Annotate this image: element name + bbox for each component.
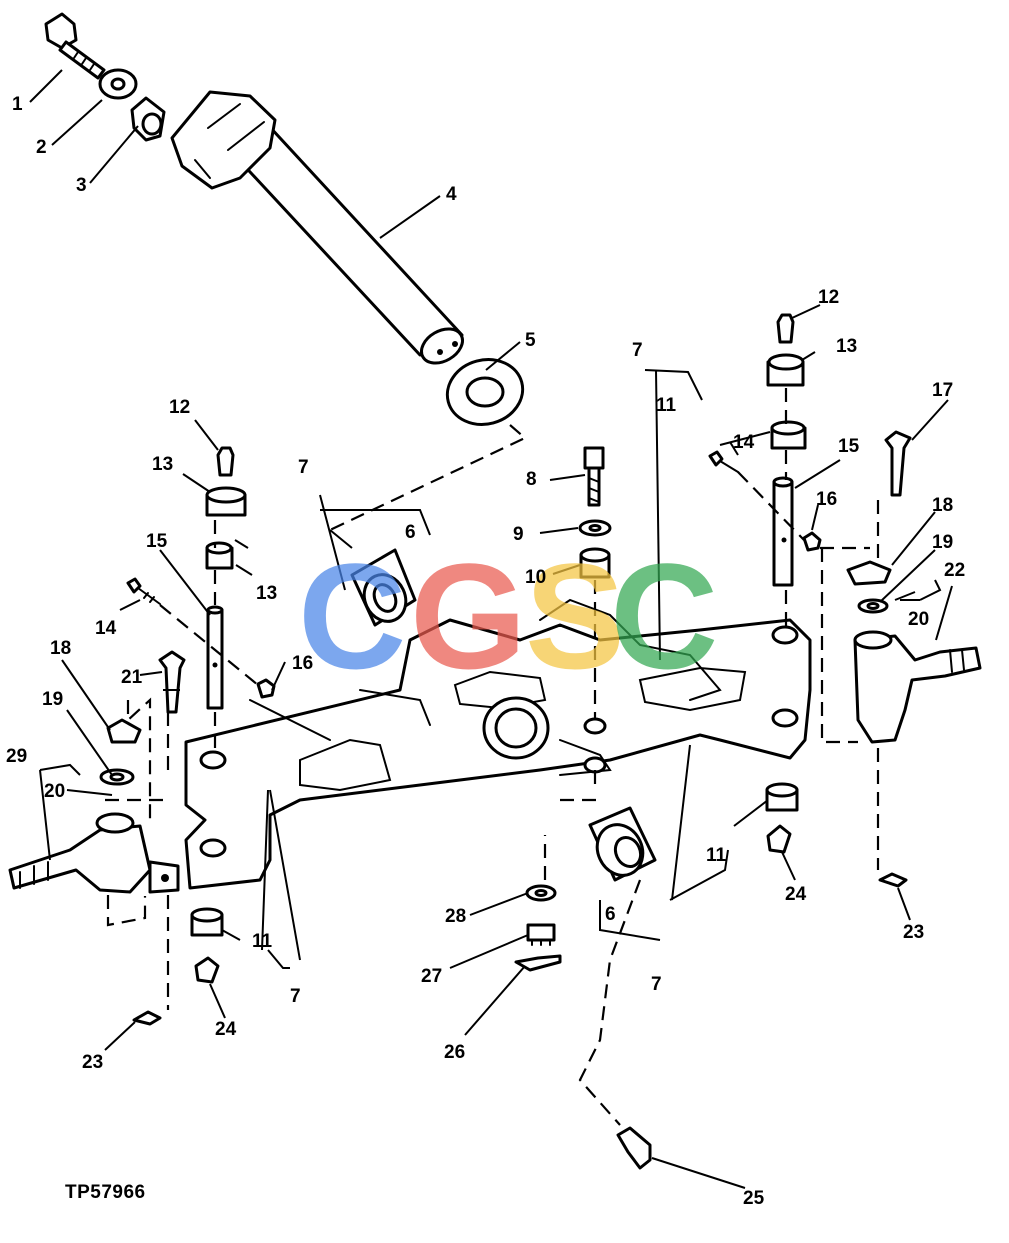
callout-label: 7: [290, 986, 301, 1007]
callout-label: 4: [446, 184, 457, 205]
part-5-thrust-washer: [445, 358, 525, 426]
callout-label: 25: [743, 1188, 765, 1209]
callout-label: 11: [252, 931, 273, 952]
callout-label: 21: [121, 667, 143, 688]
left-kingpin-stack: [126, 446, 276, 710]
watermark-letter: C: [298, 532, 406, 700]
callout-label: 8: [526, 469, 537, 490]
assembly-line-5: [329, 424, 527, 531]
callout-label: 2: [36, 137, 47, 158]
callout-label: 17: [932, 380, 953, 401]
part-6-bushing-lower: [588, 806, 657, 882]
callout-label: 19: [932, 532, 953, 553]
part-23-cotter-pin-left: [132, 1010, 162, 1026]
callout-label: 7: [651, 974, 662, 995]
callout-label: 7: [298, 457, 309, 478]
callout-label: 5: [525, 330, 536, 351]
watermark-letter: S: [525, 532, 625, 700]
callout-label: 11: [656, 395, 677, 416]
watermark-letter: C: [610, 532, 718, 700]
callout-label: 14: [95, 618, 117, 639]
callout-label: 1: [12, 94, 23, 115]
callout-label: 14: [733, 432, 755, 453]
callout-label: 20: [44, 781, 65, 802]
part-23-cotter-pin-right: [878, 872, 908, 888]
right-lower-bushing: [765, 782, 799, 854]
watermark: C G S C: [298, 532, 718, 700]
callout-label: 27: [421, 966, 442, 987]
callout-label: 12: [169, 397, 190, 418]
callout-label: 29: [6, 746, 27, 767]
callout-label: 9: [513, 524, 524, 545]
part-4-pivot-shaft: [170, 90, 464, 365]
watermark-letter: G: [410, 532, 527, 700]
callout-label: 24: [215, 1019, 237, 1040]
callout-label: 28: [445, 906, 466, 927]
part-1-bolt: [44, 12, 106, 80]
callout-label: 13: [836, 336, 857, 357]
drawing-id: TP57966: [65, 1182, 146, 1203]
part-2-washer: [98, 68, 138, 100]
callout-label: 12: [818, 287, 839, 308]
callout-label: 7: [632, 340, 643, 361]
callout-label: 3: [76, 175, 87, 196]
callout-label: 16: [292, 653, 313, 674]
callout-label: 6: [605, 904, 616, 925]
part-6-bushing-upper: [350, 548, 417, 627]
callout-label: 23: [82, 1052, 103, 1073]
callout-label: 16: [816, 489, 837, 510]
callout-labels: 1 2 3 4 5 6 6 6 7 7 7 7 7 8 9 10 11 11 1…: [6, 94, 965, 1209]
center-bolt-stack: [578, 446, 612, 579]
left-steering-knuckle: [8, 650, 186, 927]
callout-label: 15: [838, 436, 860, 457]
callout-label: 23: [903, 922, 924, 943]
callout-label: 13: [256, 583, 277, 604]
center-lower-hardware: [514, 884, 652, 1170]
callout-label: 11: [706, 845, 727, 866]
assembly-lines: [105, 388, 880, 1126]
callout-label: 6: [405, 522, 416, 543]
part-3-spacer: [130, 96, 166, 142]
left-lower-bushing: [190, 907, 224, 984]
part-7-axle-beam: [184, 598, 812, 890]
callout-label: 10: [525, 567, 546, 588]
callout-label: 19: [42, 689, 63, 710]
callout-label: 18: [932, 495, 953, 516]
callout-label: 22: [944, 560, 965, 581]
leader-lines: [29, 69, 953, 1189]
callout-label: 15: [146, 531, 168, 552]
callout-label: 24: [785, 884, 807, 905]
callout-label: 20: [908, 609, 929, 630]
callout-label: 26: [444, 1042, 465, 1063]
callout-label: 13: [152, 454, 173, 475]
right-kingpin-stack: [708, 313, 822, 587]
callout-label: 18: [50, 638, 71, 659]
right-steering-knuckle: [820, 430, 982, 744]
